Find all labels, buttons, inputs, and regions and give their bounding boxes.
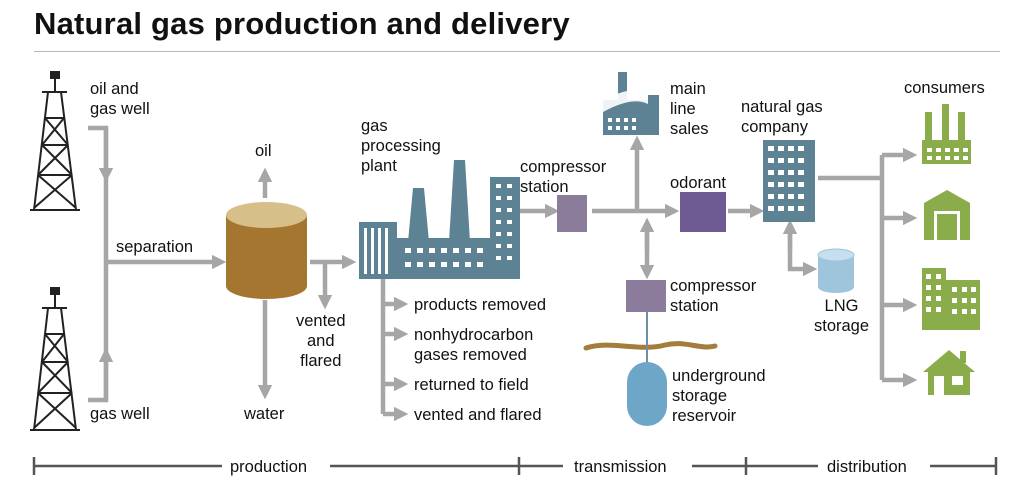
oil-gas-well-derrick-icon [30,71,80,211]
gas-processing-plant-icon [359,160,520,279]
main-line-sales-label: main line sales [670,80,709,138]
page-title: Natural gas production and delivery [34,6,570,41]
nonhydrocarbon-gases-label: nonhydrocarbon gases removed [414,326,534,364]
flow-arrows [88,125,918,422]
separation-label: separation [116,238,194,256]
natural-gas-company-label: natural gas company [741,98,823,136]
vented-and-flared-label-1: vented and flared [296,312,346,370]
oil-and-gas-well-label: oil and gas well [90,80,150,118]
warehouse-consumer-icon [924,190,970,240]
stage-transmission-label: transmission [574,458,667,476]
industrial-consumer-icon [922,104,971,164]
vented-and-flared-label-2: vented and flared [414,406,542,424]
consumers-label: consumers [904,79,985,97]
title-rule [34,51,1000,52]
compressor-station-1-icon [557,195,587,232]
separator-tank-icon [226,202,307,299]
compressor-station-label-2: compressor station [670,277,757,315]
products-removed-label: products removed [414,296,547,314]
gas-well-label: gas well [90,405,150,423]
main-line-sales-icon [603,72,659,135]
odorant-label: odorant [670,174,726,192]
lng-storage-label: LNG storage [814,297,870,335]
returned-to-field-label: returned to field [414,376,529,394]
compressor-station-2-icon [626,280,666,312]
gas-well-derrick-icon [30,287,80,431]
stage-distribution-label: distribution [827,458,907,476]
underground-storage-reservoir-label: underground storage reservoir [672,367,766,425]
oil-label: oil [255,142,272,160]
gas-processing-plant-label: gas processing plant [361,117,441,175]
commercial-building-consumer-icon [922,268,980,330]
compressor-station-label-1: compressor station [520,158,607,196]
stage-timeline [32,457,998,475]
water-label: water [244,405,285,423]
odorant-icon [680,192,726,232]
house-consumer-icon [923,350,975,395]
natural-gas-company-building-icon [763,140,815,222]
underground-storage-reservoir-icon [627,362,667,426]
lng-storage-icon [817,248,855,293]
ground-line [583,341,718,351]
stage-production-label: production [230,458,308,476]
